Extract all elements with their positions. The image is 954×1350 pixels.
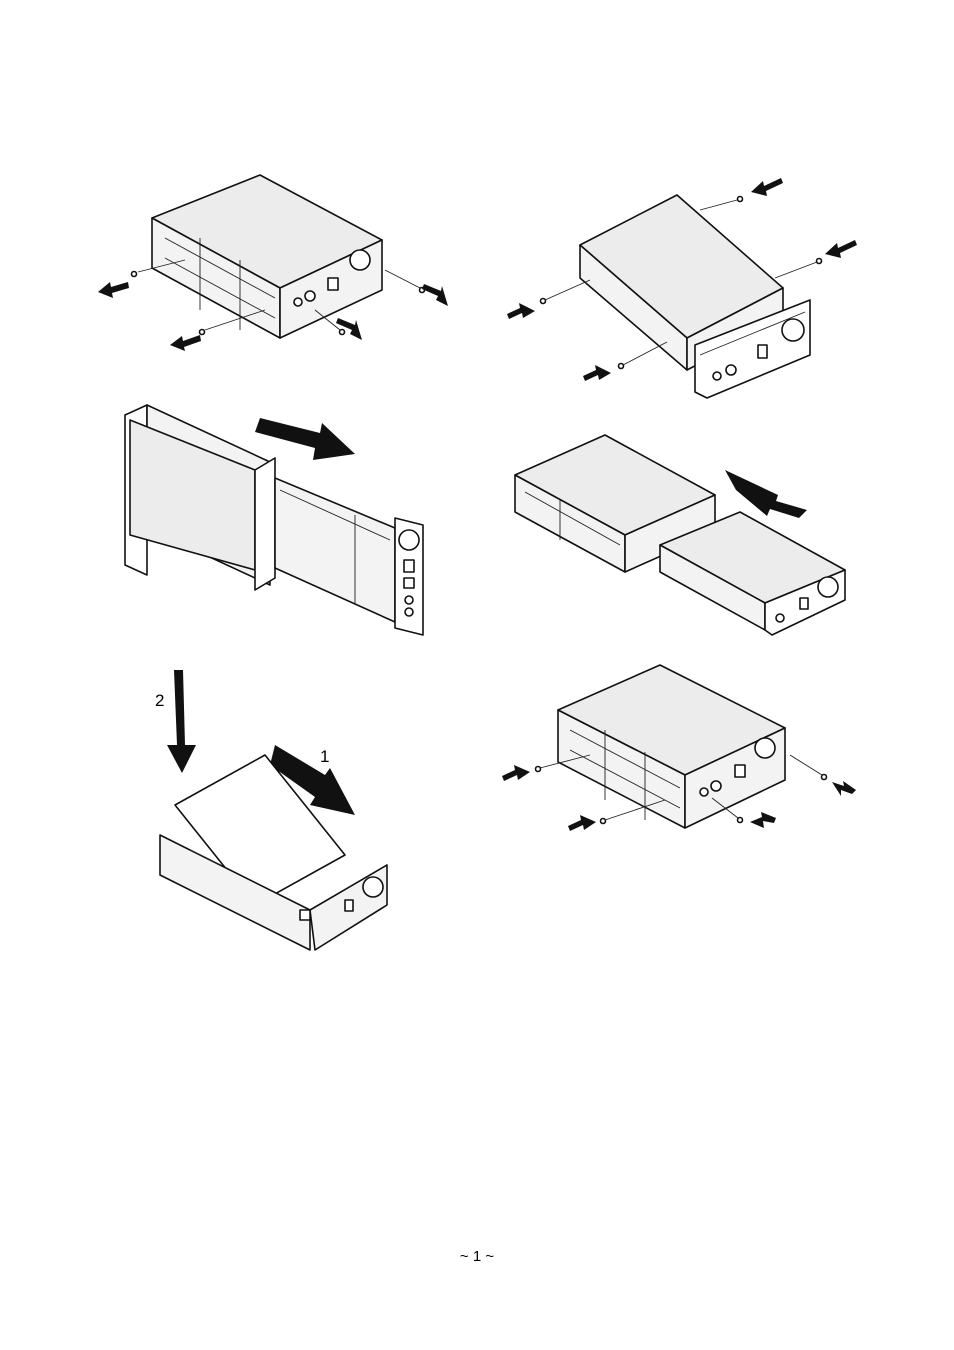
fan-icon [755, 738, 775, 758]
figure-seat-drive-in-tray [155, 665, 400, 960]
arrow-icon [507, 303, 535, 319]
fan-icon [399, 530, 419, 550]
fan-icon [350, 250, 370, 270]
arrow-icon [832, 781, 856, 796]
figure-slide-tray-into-enclosure [510, 430, 860, 645]
step-one-label: 1 [320, 748, 329, 765]
arrow-icon [502, 765, 530, 781]
page-number: ~ 1 ~ [0, 1248, 954, 1265]
arrow-icon [750, 812, 776, 828]
figure-slide-enclosure-off-tray [115, 400, 435, 650]
arrow-icon [825, 240, 857, 258]
arrow-icon [255, 418, 355, 460]
arrow-icon [725, 470, 807, 518]
arrow-icon [98, 282, 129, 298]
arrow-icon [170, 335, 201, 351]
fan-icon [818, 577, 838, 597]
arrow-icon [583, 365, 611, 381]
arrow-down-icon [167, 670, 196, 773]
figure-remove-side-screws [90, 170, 470, 355]
arrow-icon [751, 178, 783, 196]
figure-insert-screws-into-drive [505, 170, 875, 400]
fan-icon [363, 877, 383, 897]
figure-fasten-enclosure-screws [500, 660, 860, 845]
arrow-icon [568, 815, 596, 831]
fan-icon [782, 319, 804, 341]
arrow-icon [336, 318, 362, 340]
arrow-icon [422, 284, 448, 306]
step-two-label: 2 [155, 692, 164, 709]
